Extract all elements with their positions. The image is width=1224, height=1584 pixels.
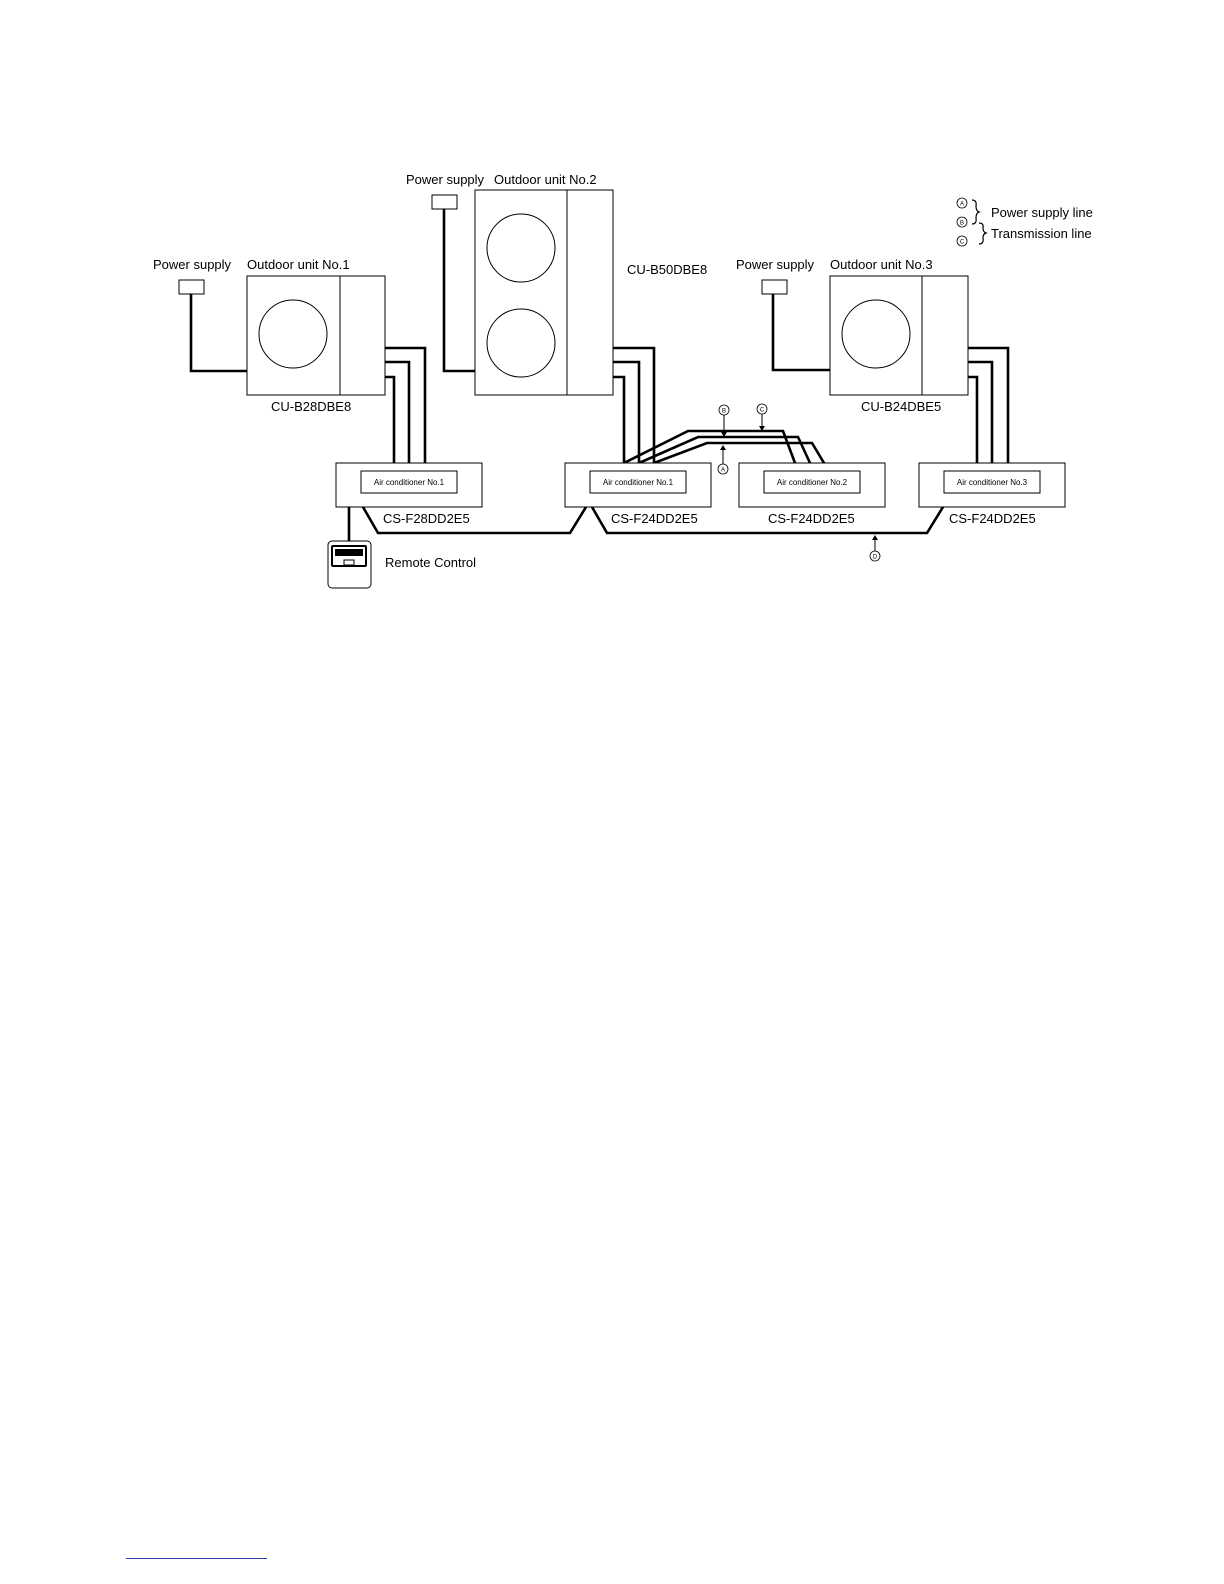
power-supply-label-1: Power supply <box>153 257 232 272</box>
outdoor-unit-2-upper-fan-icon <box>486 213 556 283</box>
legend-marker-c-text: C <box>960 240 965 246</box>
remote-control-label: Remote Control <box>385 555 476 570</box>
interconnect-wire-3 <box>653 441 826 465</box>
indoor-unit-3-label-box <box>763 470 861 494</box>
outdoor-unit-1-label: Outdoor unit No.1 <box>247 257 350 272</box>
indoor-unit-2: Air conditioner No.1 CS-F24DD2E5 <box>564 462 712 526</box>
outdoor-unit-3-label: Outdoor unit No.3 <box>830 257 933 272</box>
outdoor-unit-2-label: Outdoor unit No.2 <box>494 172 597 187</box>
marker-a-arrow <box>720 445 726 450</box>
indoor-unit-1: Air conditioner No.1 CS-F28DD2E5 <box>335 462 483 526</box>
outdoor-unit-2: Power supply Outdoor unit No.2 CU-B50DBE… <box>406 172 707 396</box>
indoor-unit-2-label: Air conditioner No.1 <box>603 478 674 487</box>
marker-d-arrow <box>872 535 878 540</box>
marker-b-arrow <box>721 432 727 437</box>
indoor-unit-2-model: CS-F24DD2E5 <box>611 511 698 526</box>
legend: A B C Power supply line Transmission lin… <box>956 197 1093 247</box>
footer-link-underline <box>126 1558 267 1559</box>
indoor-unit-3: Air conditioner No.2 CS-F24DD2E5 <box>738 462 886 526</box>
indoor-unit-1-model: CS-F28DD2E5 <box>383 511 470 526</box>
remote-control: Remote Control <box>327 507 476 589</box>
marker-c-text: C <box>760 408 765 414</box>
power-wire-2 <box>442 209 475 373</box>
wire-ou2-c <box>613 375 626 463</box>
indoor-unit-3-model: CS-F24DD2E5 <box>768 511 855 526</box>
marker-d-text: D <box>873 555 878 561</box>
wire-ou3-a <box>968 346 1010 463</box>
interconnect-wires: B C A <box>623 403 826 475</box>
power-supply-wires <box>189 209 830 373</box>
outdoor-unit-1-model: CU-B28DBE8 <box>271 399 351 414</box>
remote-control-button-icon <box>343 559 355 566</box>
outdoor-unit-2-lower-fan-icon <box>486 308 556 378</box>
power-supply-box-1 <box>178 279 205 295</box>
interconnect-wire-2 <box>638 435 812 465</box>
indoor-unit-1-label-box <box>360 470 458 494</box>
legend-marker-b <box>956 216 968 228</box>
outdoor-unit-3: Power supply Outdoor unit No.3 CU-B24DBE… <box>736 257 969 414</box>
outdoor-unit-2-model: CU-B50DBE8 <box>627 262 707 277</box>
legend-marker-a-text: A <box>960 202 964 208</box>
legend-transmission-line: Transmission line <box>991 226 1092 241</box>
indoor-unit-1-label: Air conditioner No.1 <box>374 478 445 487</box>
outdoor-unit-1-fan-icon <box>258 299 328 369</box>
outdoor-unit-1: Power supply Outdoor unit No.1 CU-B28DBE… <box>153 257 386 414</box>
transmission-wires: D <box>361 506 945 562</box>
transmission-line-right <box>590 506 945 535</box>
indoor-unit-4-label-box <box>943 470 1041 494</box>
outdoor-indoor-wires <box>385 346 1010 463</box>
indoor-unit-3-label: Air conditioner No.2 <box>777 478 848 487</box>
wire-ou3-b <box>968 360 994 463</box>
marker-a <box>717 463 729 475</box>
remote-control-display-icon <box>335 549 363 556</box>
wire-ou1-b <box>385 360 411 463</box>
marker-a-text: A <box>721 468 725 474</box>
power-wire-3 <box>771 294 830 372</box>
legend-marker-b-text: B <box>960 221 964 227</box>
marker-c <box>756 403 768 415</box>
legend-marker-a <box>956 197 968 209</box>
wire-ou1-c <box>385 375 396 463</box>
marker-c-arrow <box>759 426 765 431</box>
legend-power-supply-line: Power supply line <box>991 205 1093 220</box>
indoor-unit-4-label: Air conditioner No.3 <box>957 478 1028 487</box>
marker-b <box>718 404 730 416</box>
marker-b-text: B <box>722 409 726 415</box>
wire-ou3-c <box>968 375 979 463</box>
marker-d <box>869 550 881 562</box>
power-supply-box-2 <box>431 194 458 210</box>
wire-ou2-a <box>613 346 656 463</box>
interconnect-wire-1 <box>623 429 797 465</box>
transmission-line-left <box>361 506 588 535</box>
outdoor-unit-3-model: CU-B24DBE5 <box>861 399 941 414</box>
power-wire-1 <box>189 294 247 373</box>
indoor-unit-4-model: CS-F24DD2E5 <box>949 511 1036 526</box>
outdoor-unit-3-fan-icon <box>841 299 911 369</box>
wire-ou1-a <box>385 346 427 463</box>
indoor-unit-4: Air conditioner No.3 CS-F24DD2E5 <box>918 462 1066 526</box>
legend-brace-lower <box>978 222 988 245</box>
wire-ou2-b <box>613 360 641 463</box>
power-supply-label-3: Power supply <box>736 257 815 272</box>
power-supply-box-3 <box>761 279 788 295</box>
legend-marker-c <box>956 235 968 247</box>
power-supply-label-2: Power supply <box>406 172 485 187</box>
legend-brace-upper <box>971 199 981 225</box>
indoor-unit-2-label-box <box>589 470 687 494</box>
